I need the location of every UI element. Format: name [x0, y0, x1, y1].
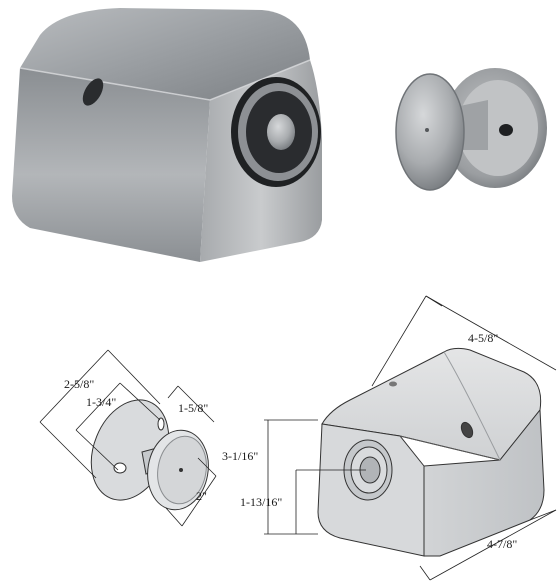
- magnet-face: [231, 77, 321, 187]
- dim-housing-height: 3-1/16": [222, 449, 258, 463]
- drawing-magnet-face: [343, 439, 393, 501]
- housing-drawing: 4-5/8" 3-1/16" 1-13/16" 4-7/8": [222, 295, 557, 581]
- dim-plate-bolt-spacing: 1-3/4": [86, 395, 116, 409]
- armature-photo: [395, 68, 547, 191]
- housing-photo: [12, 8, 322, 262]
- dim-housing-depth: 4-7/8": [487, 537, 517, 551]
- dim-magnet-center-height: 1-13/16": [240, 495, 282, 509]
- dim-armature-face: 2": [196, 489, 207, 503]
- dim-housing-width: 4-5/8": [468, 331, 498, 345]
- drawing-mounting-hole: [460, 421, 474, 439]
- dim-armature-depth: 1-5/8": [178, 401, 208, 415]
- armature-drawing: 2-5/8" 1-3/4" 1-5/8" 2": [39, 349, 217, 527]
- mounting-hole: [82, 78, 104, 106]
- dim-plate-diameter: 2-5/8": [64, 377, 94, 391]
- armature-screw-hole: [499, 124, 513, 136]
